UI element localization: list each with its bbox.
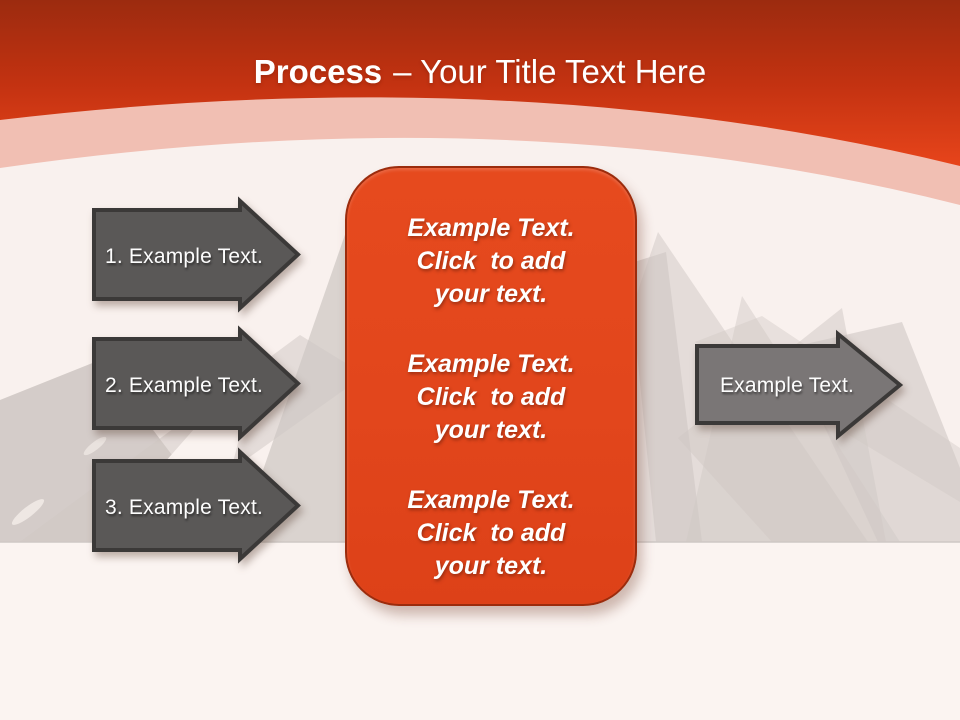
text-line: Example Text.: [407, 486, 575, 514]
text-line: your text.: [434, 552, 548, 580]
text-block-2: Example Text. Click to add your text.: [407, 348, 574, 447]
text-line: your text.: [434, 416, 548, 444]
text-line: Example Text.: [407, 350, 575, 378]
text-block-3: Example Text. Click to add your text.: [407, 484, 574, 583]
arrow-shape: [92, 447, 301, 564]
text-line: Click to add: [416, 383, 566, 411]
title-emphasis: Process: [253, 53, 383, 90]
step-arrow-1: [92, 196, 301, 313]
step-arrow-1-label: 1. Example Text.: [104, 245, 264, 268]
text-line: Example Text.: [407, 214, 575, 242]
output-arrow-label: Example Text.: [719, 374, 855, 397]
center-text-content: Example Text. Click to add your text. Ex…: [347, 168, 635, 604]
red-curve: [0, 0, 960, 166]
leaning-domino-slab-1: [628, 252, 702, 542]
step-arrow-3-label: 3. Example Text.: [104, 496, 264, 519]
step-arrow-2: [92, 325, 301, 442]
title-rest: – Your Title Text Here: [393, 53, 707, 90]
center-text-box: Example Text. Click to add your text. Ex…: [345, 166, 637, 606]
slide-title: Process – Your Title Text Here: [0, 52, 960, 92]
header-band: [0, 0, 960, 205]
text-line: Click to add: [416, 247, 566, 275]
arrow-shape: [92, 325, 301, 442]
text-line: Click to add: [416, 519, 566, 547]
step-arrow-3: [92, 447, 301, 564]
text-line: your text.: [434, 280, 548, 308]
arrow-shape: [695, 329, 904, 441]
output-arrow: [695, 329, 904, 441]
arrow-shape: [92, 196, 301, 313]
text-block-1: Example Text. Click to add your text.: [407, 212, 574, 311]
step-arrow-2-label: 2. Example Text.: [104, 374, 264, 397]
